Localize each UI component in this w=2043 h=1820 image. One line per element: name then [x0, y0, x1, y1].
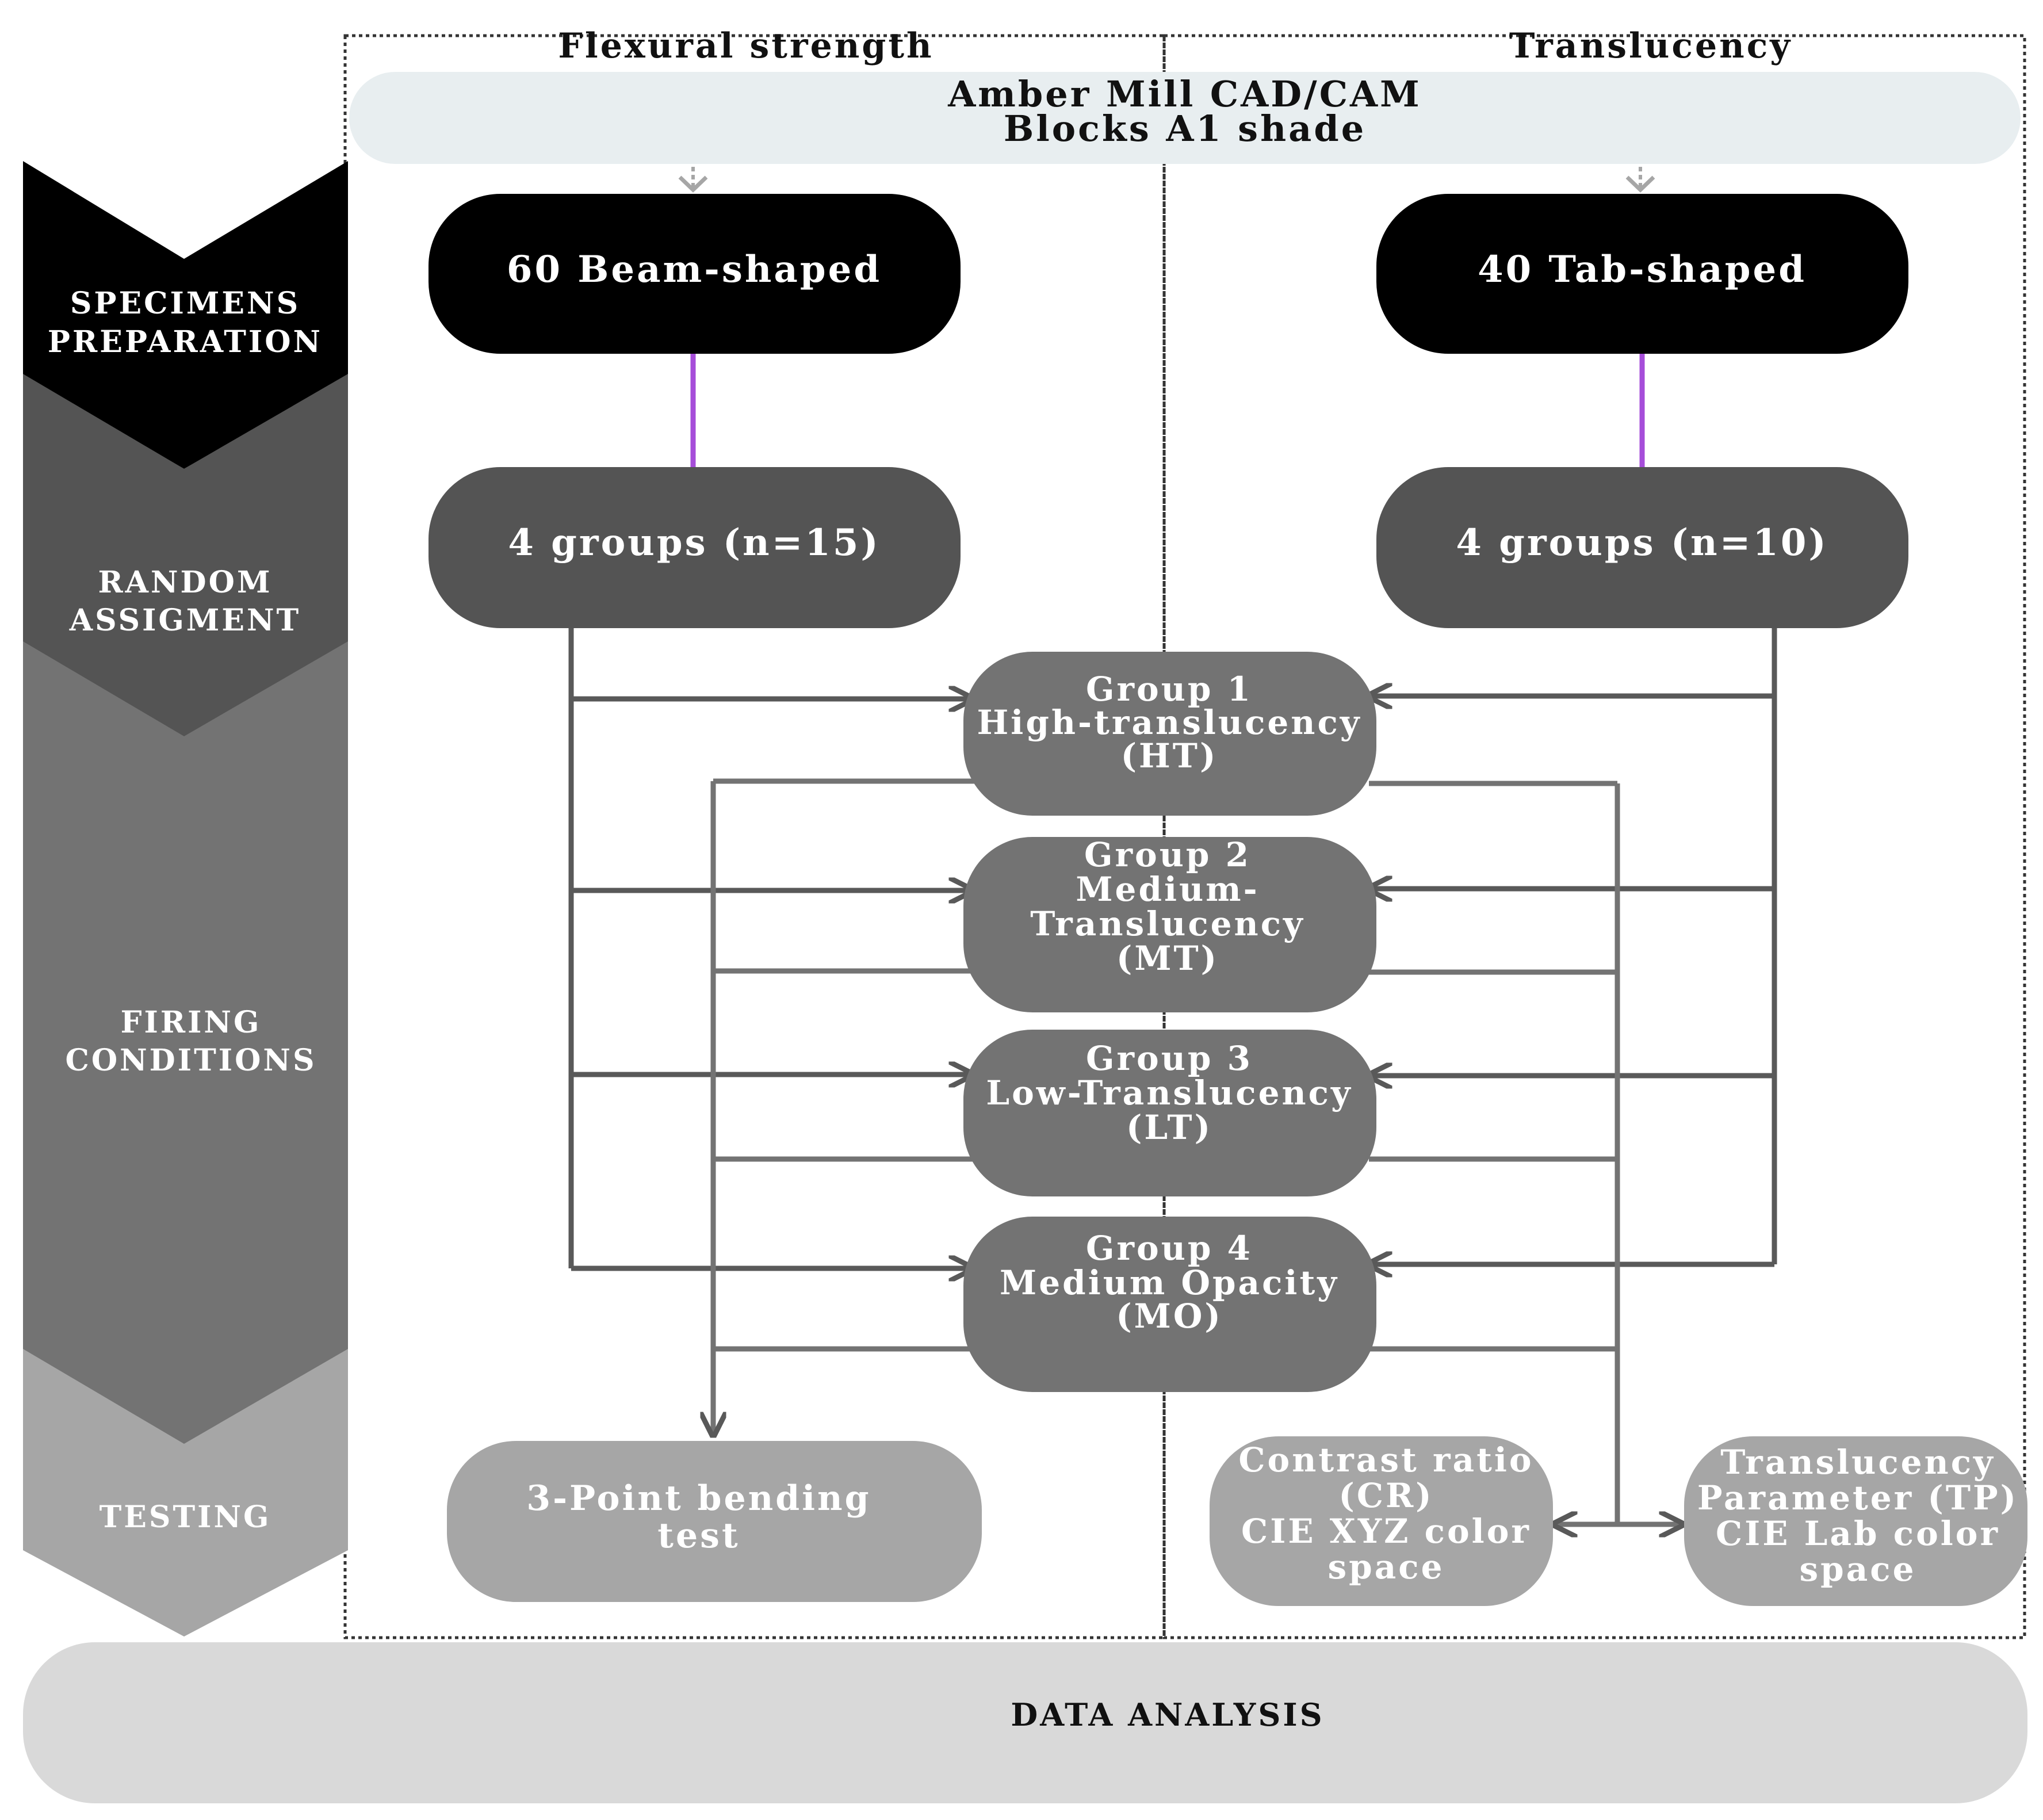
group-1-line-2: High-translucency [977, 703, 1362, 742]
contrast-ratio-line-4: space [1327, 1547, 1444, 1586]
group-2-line-4: (MT) [1116, 939, 1219, 978]
specimen-label-right: 40 Tab-shaped [1478, 248, 1807, 291]
assignment-label-right: 4 groups (n=10) [1456, 521, 1828, 564]
contrast-ratio-line-1: Contrast ratio [1238, 1440, 1533, 1479]
right-collector-lines [1369, 781, 1682, 1524]
right-column-title: Translucency [1509, 26, 1792, 66]
header-down-arrow-left [678, 167, 708, 193]
material-line-1: Amber Mill CAD/CAM [947, 73, 1422, 115]
bending-test-box: 3-Point bending test [447, 1441, 982, 1602]
group-2-line-3: Translucency [1030, 904, 1305, 943]
group-box-3: Group 3 Low-Translucency (LT) [963, 1030, 1376, 1196]
group-2-line-2: Medium- [1076, 870, 1259, 909]
material-line-2: Blocks A1 shade [1004, 108, 1366, 150]
left-collector-lines [713, 778, 978, 1435]
bending-test-line-1: 3-Point bending [526, 1478, 871, 1519]
bending-test-line-2: test [657, 1516, 740, 1556]
group-1-line-1: Group 1 [1086, 670, 1253, 709]
stage-chevron-assignment [23, 371, 348, 736]
contrast-ratio-box: Contrast ratio (CR) CIE XYZ color space [1210, 1436, 1553, 1606]
data-analysis-label: DATA ANALYSIS [1011, 1696, 1324, 1733]
group-4-line-3: (MO) [1116, 1297, 1223, 1336]
group-1-line-3: (HT) [1121, 736, 1218, 775]
translucency-parameter-line-3: CIE Lab color [1716, 1514, 2000, 1553]
stage-label-assignment-1: RANDOM [98, 565, 272, 600]
translucency-parameter-box: Translucency Parameter (TP) CIE Lab colo… [1684, 1436, 2027, 1606]
specimen-box-left [429, 194, 961, 354]
stage-label-preparation-2: PREPARATION [48, 324, 323, 360]
specimen-box-right [1376, 194, 1908, 354]
assignment-box-right [1376, 467, 1908, 628]
stage-label-firing-2: CONDITIONS [65, 1043, 316, 1078]
data-analysis-bar [23, 1642, 2027, 1803]
left-column-title: Flexural strength [558, 26, 933, 66]
translucency-parameter-line-2: Parameter (TP) [1697, 1478, 2018, 1517]
material-header [349, 72, 2021, 164]
stage-label-preparation-1: SPECIMENS [70, 286, 300, 321]
translucency-parameter-line-4: space [1799, 1550, 1916, 1589]
group-3-line-3: (LT) [1126, 1108, 1212, 1147]
assignment-box-left [429, 467, 961, 628]
group-4-line-1: Group 4 [1086, 1229, 1253, 1268]
right-column-frame [1162, 34, 2026, 1639]
group-3-line-2: Low-Translucency [986, 1073, 1352, 1112]
translucency-parameter-line-1: Translucency [1720, 1443, 1995, 1482]
group-2-line-1: Group 2 [1084, 835, 1251, 874]
group-3-line-1: Group 3 [1086, 1039, 1253, 1078]
group-box-4: Group 4 Medium Opacity (MO) [963, 1217, 1376, 1392]
stage-chevron-firing [23, 638, 348, 1444]
group-4-line-2: Medium Opacity [1000, 1263, 1339, 1302]
header-down-arrow-right [1625, 167, 1655, 193]
stage-chevron-preparation [23, 161, 348, 469]
specimen-label-left: 60 Beam-shaped [507, 248, 882, 291]
stage-label-firing-1: FIRING [121, 1005, 262, 1040]
group-box-1: Group 1 High-translucency (HT) [963, 652, 1376, 816]
stage-chevron-testing [23, 1340, 348, 1637]
group-box-2: Group 2 Medium- Translucency (MT) [963, 835, 1376, 1012]
stage-label-testing: TESTING [100, 1500, 271, 1535]
contrast-ratio-line-3: CIE XYZ color [1241, 1512, 1531, 1551]
assignment-label-left: 4 groups (n=15) [508, 521, 880, 564]
contrast-ratio-line-2: (CR) [1338, 1476, 1433, 1515]
right-distribution-lines [1369, 628, 1777, 1264]
stage-label-assignment-2: ASSIGMENT [69, 603, 301, 638]
left-distribution-lines [568, 628, 972, 1268]
